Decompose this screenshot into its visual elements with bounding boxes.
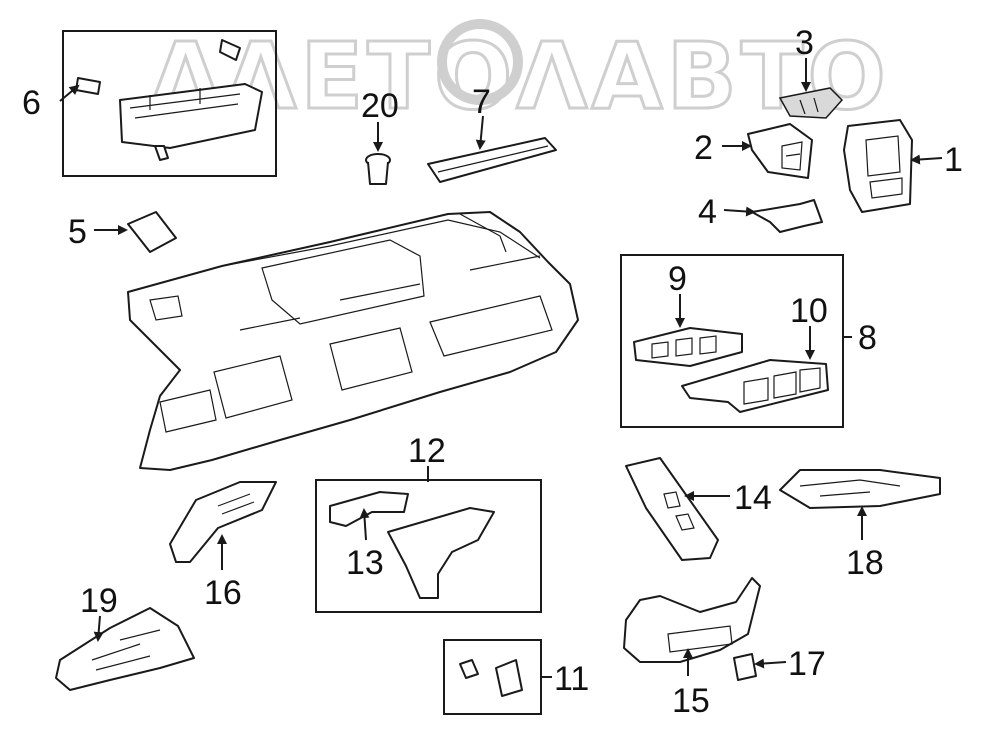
- part-18-bracket: [779, 469, 941, 509]
- watermark-logo: ΛΛΕΤΟΛΑΒΤΟ: [149, 19, 887, 132]
- callout-12: 12: [408, 432, 446, 470]
- part-13-trim-arc: [329, 491, 409, 527]
- leader-4: [723, 206, 756, 217]
- callout-2: 2: [694, 129, 713, 167]
- group-box-11: [443, 639, 542, 715]
- callout-15: 15: [672, 682, 710, 720]
- callout-14: 14: [734, 479, 772, 517]
- leader-6: [59, 84, 80, 102]
- part-dashboard-frame: [127, 211, 579, 471]
- part-6-glove-box: [75, 39, 263, 161]
- leader-17: [754, 658, 787, 669]
- callout-4: 4: [698, 193, 717, 231]
- callout-9: 9: [668, 260, 687, 298]
- group-box-6: [62, 30, 277, 177]
- leader-7: [475, 115, 486, 150]
- callout-8: 8: [858, 319, 877, 357]
- watermark-gear: [437, 19, 523, 105]
- callout-10: 10: [790, 292, 828, 330]
- part-10-vent: [681, 359, 829, 413]
- part-17-cover: [733, 653, 757, 681]
- callout-17: 17: [788, 645, 826, 683]
- leader-1: [910, 154, 943, 165]
- part-20-clip: [365, 153, 391, 185]
- part-14-switch-strip: [625, 457, 719, 561]
- callout-labels: 6 20 7 3 2 1 4 5 9 10 8 12 13 14 18 16 1…: [22, 24, 963, 720]
- leader-13: [359, 508, 370, 541]
- part-16-switch-panel: [169, 481, 277, 563]
- part-15-center-panel: [623, 577, 761, 663]
- callout-1: 1: [944, 141, 963, 179]
- group-box-8: [620, 254, 844, 428]
- part-4-bracket: [751, 199, 823, 233]
- part-2-side-vent: [747, 123, 813, 179]
- callout-3: 3: [795, 24, 814, 62]
- part-5-small-cover: [127, 211, 177, 253]
- callout-11: 11: [554, 660, 589, 698]
- part-9-vent: [633, 327, 743, 367]
- part-7-trim-strip: [427, 137, 557, 183]
- leader-19: [93, 615, 104, 642]
- callout-13: 13: [346, 544, 384, 582]
- part-3-vent-knob: [778, 87, 844, 119]
- callout-18: 18: [846, 544, 884, 582]
- callout-19: 19: [80, 582, 118, 620]
- callout-20: 20: [361, 87, 399, 125]
- callout-16: 16: [204, 574, 242, 612]
- callout-7: 7: [472, 83, 491, 121]
- part-1-side-bezel: [843, 119, 913, 213]
- part-19-console: [55, 607, 195, 691]
- leader-lines: [59, 58, 943, 678]
- callout-6: 6: [22, 84, 41, 122]
- part-12-panel: [387, 507, 495, 599]
- callout-5: 5: [68, 213, 87, 251]
- part-11-clips: [459, 659, 523, 697]
